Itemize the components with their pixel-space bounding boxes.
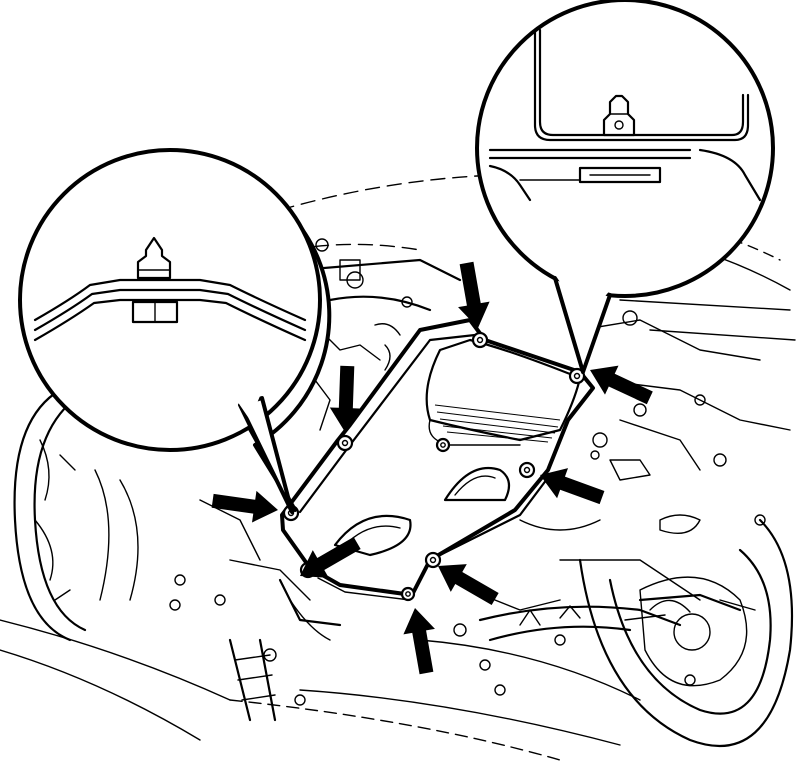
suspension-linkage <box>228 578 742 722</box>
arrow-5 <box>211 490 278 523</box>
front-left-tire <box>13 388 139 642</box>
bolt-arrows <box>211 261 653 675</box>
arrow-4 <box>540 468 605 505</box>
arrow-7 <box>300 536 361 578</box>
bolt-2 <box>568 367 586 385</box>
arrow-6 <box>438 564 499 606</box>
cover-hatching <box>434 404 561 443</box>
bolt-6 <box>424 551 442 569</box>
bolt-4 <box>518 461 536 479</box>
detail-callout-left <box>18 148 332 514</box>
bolt-3 <box>336 434 354 452</box>
bolt-8 <box>400 586 416 602</box>
front-right-tire <box>578 518 794 748</box>
arrow-1 <box>458 261 490 328</box>
arrow-3 <box>329 365 362 432</box>
bolt-clip-detail-icon <box>33 236 307 342</box>
bolt-recess-detail-icon <box>488 28 762 202</box>
arrow-8 <box>403 608 435 675</box>
bolt-9 <box>435 437 451 453</box>
bolt-1 <box>471 331 489 349</box>
vehicle-underbody <box>0 173 796 761</box>
detail-callout-right <box>475 0 775 374</box>
arrow-2 <box>590 365 653 405</box>
